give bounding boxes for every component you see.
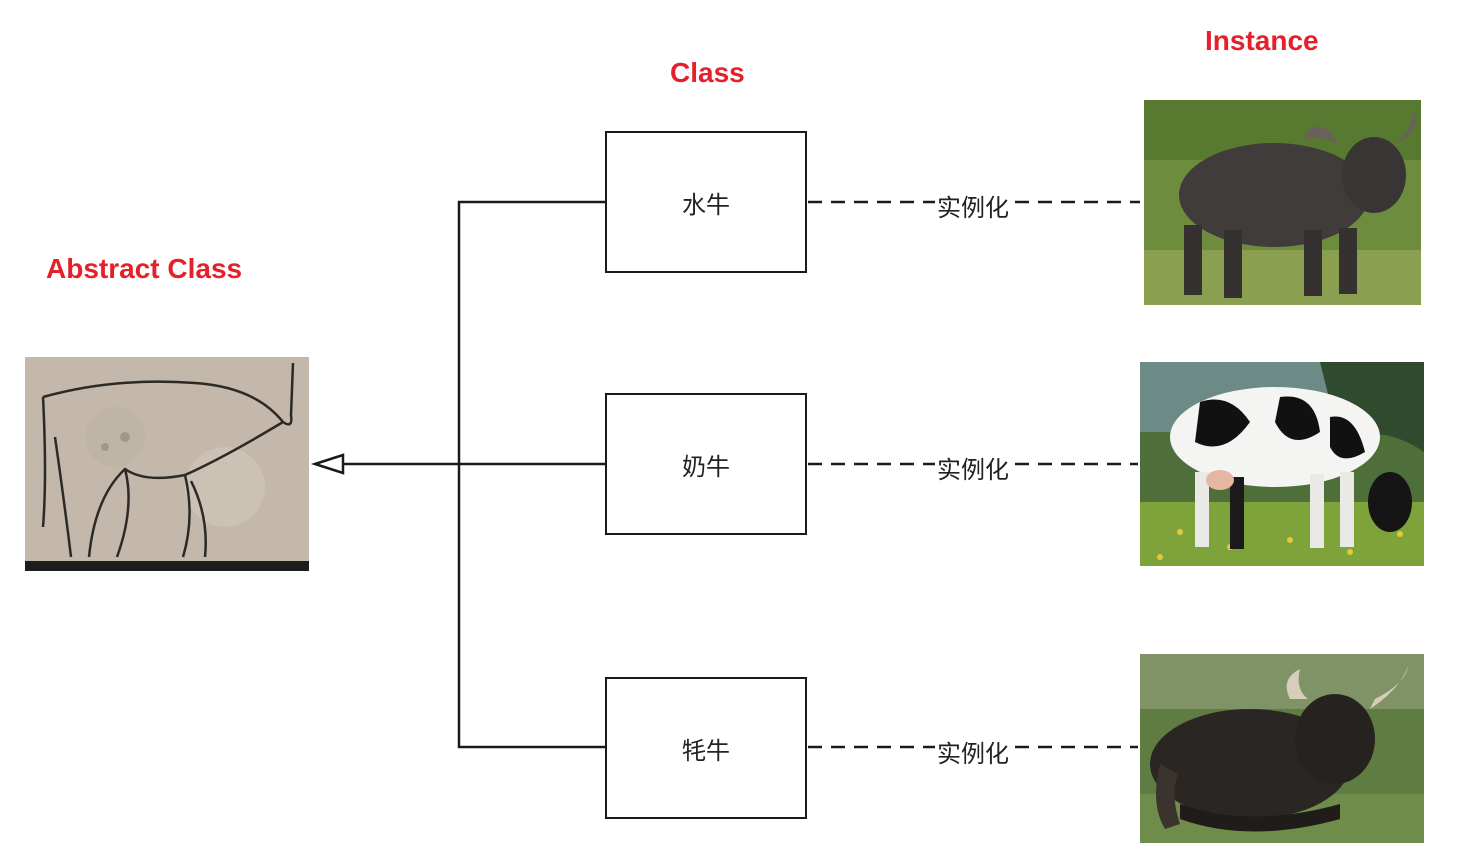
class-label: 牦牛 [682,736,730,765]
class-box-water-buffalo: 水牛 [605,131,807,273]
water-buffalo-photo [1144,100,1421,305]
class-box-yak: 牦牛 [605,677,807,819]
instantiation-label: 实例化 [935,450,1011,485]
bull-sketch-image [25,357,309,571]
yak-photo [1140,654,1424,843]
dairy-cow-photo [1140,362,1424,566]
abstract-class-heading: Abstract Class [46,253,243,284]
inheritance-branch-2 [457,464,605,749]
instantiation-label: 实例化 [935,734,1011,769]
instantiation-label: 实例化 [935,188,1011,223]
inheritance-branch-0 [457,200,605,464]
class-label: 奶牛 [682,452,730,481]
instance-heading: Instance [1205,25,1319,56]
class-label: 水牛 [682,190,730,219]
inheritance-arrow [310,453,345,475]
class-box-dairy-cow: 奶牛 [605,393,807,535]
class-heading: Class [670,57,745,88]
